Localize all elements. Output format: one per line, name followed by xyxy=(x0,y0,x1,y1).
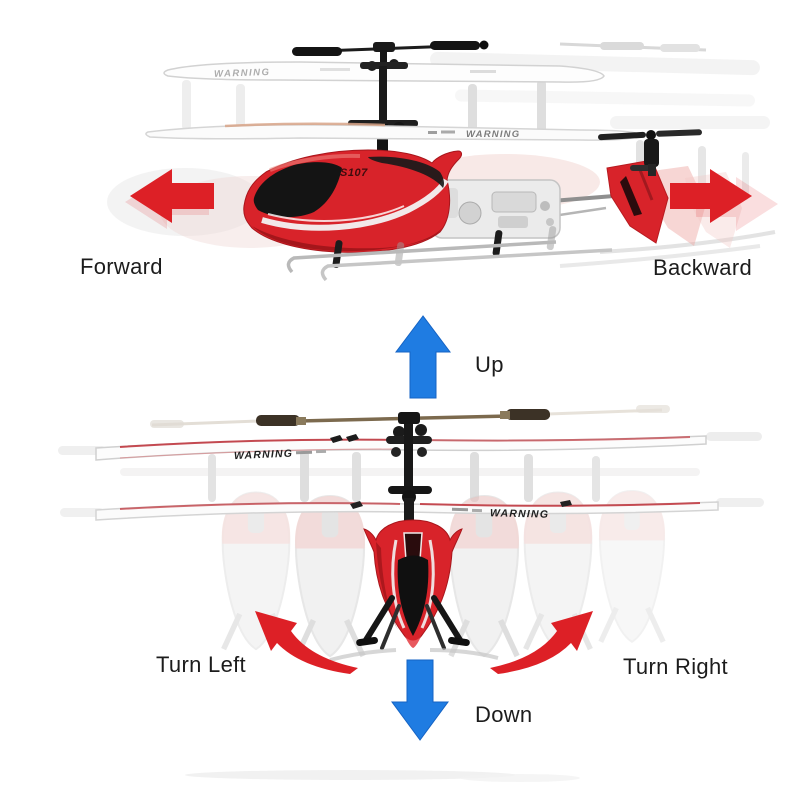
landing-skids xyxy=(286,226,613,282)
turn-left-label: Turn Left xyxy=(156,652,246,677)
tail-fin xyxy=(606,159,669,244)
front-landing-gear xyxy=(329,595,499,662)
front-upper-blade: WARNING xyxy=(95,434,707,463)
backward-arrow-shape xyxy=(670,169,752,223)
chassis-frame xyxy=(431,179,561,239)
turn-right-arrow-shape xyxy=(490,611,593,674)
turn-left-arrow xyxy=(255,611,358,674)
front-rotor-head xyxy=(386,412,432,504)
up-label: Up xyxy=(475,352,504,377)
ghost-helicopter-body xyxy=(449,496,519,656)
tail-rotor xyxy=(598,129,702,176)
blade-warning-text: WARNING xyxy=(234,448,294,463)
turn-right-arrow xyxy=(490,611,593,674)
blade-warning-text: WARNING xyxy=(466,129,520,140)
down-label: Down xyxy=(475,702,533,727)
lower-rotor-blade: WARNING xyxy=(145,122,642,141)
forward-arrow-shape xyxy=(130,169,214,223)
fuselage-canopy: S107 xyxy=(243,149,462,253)
blade-warning-text: WARNING xyxy=(214,67,271,80)
down-arrow xyxy=(391,659,449,741)
backward-label: Backward xyxy=(653,255,752,280)
turn-left-arrow-shape xyxy=(255,611,358,674)
down-arrow-shape xyxy=(391,659,449,741)
stabilizer-flybar xyxy=(292,40,489,56)
turn-right-label: Turn Right xyxy=(623,654,728,679)
ghost-helicopter-body xyxy=(295,496,365,656)
model-label: S107 xyxy=(340,167,368,179)
side-view-helicopter: WARNING WARNING xyxy=(107,40,776,282)
up-arrow xyxy=(395,315,451,399)
forward-arrow xyxy=(125,169,214,229)
up-arrow-shape xyxy=(395,315,451,399)
ground-shadow xyxy=(185,770,580,782)
blade-warning-text: WARNING xyxy=(490,507,549,521)
forward-label: Forward xyxy=(80,254,163,279)
front-view-fuselage xyxy=(363,498,463,648)
backward-arrow xyxy=(670,169,778,231)
front-view-helicopter: WARNING WARNING xyxy=(58,405,764,662)
